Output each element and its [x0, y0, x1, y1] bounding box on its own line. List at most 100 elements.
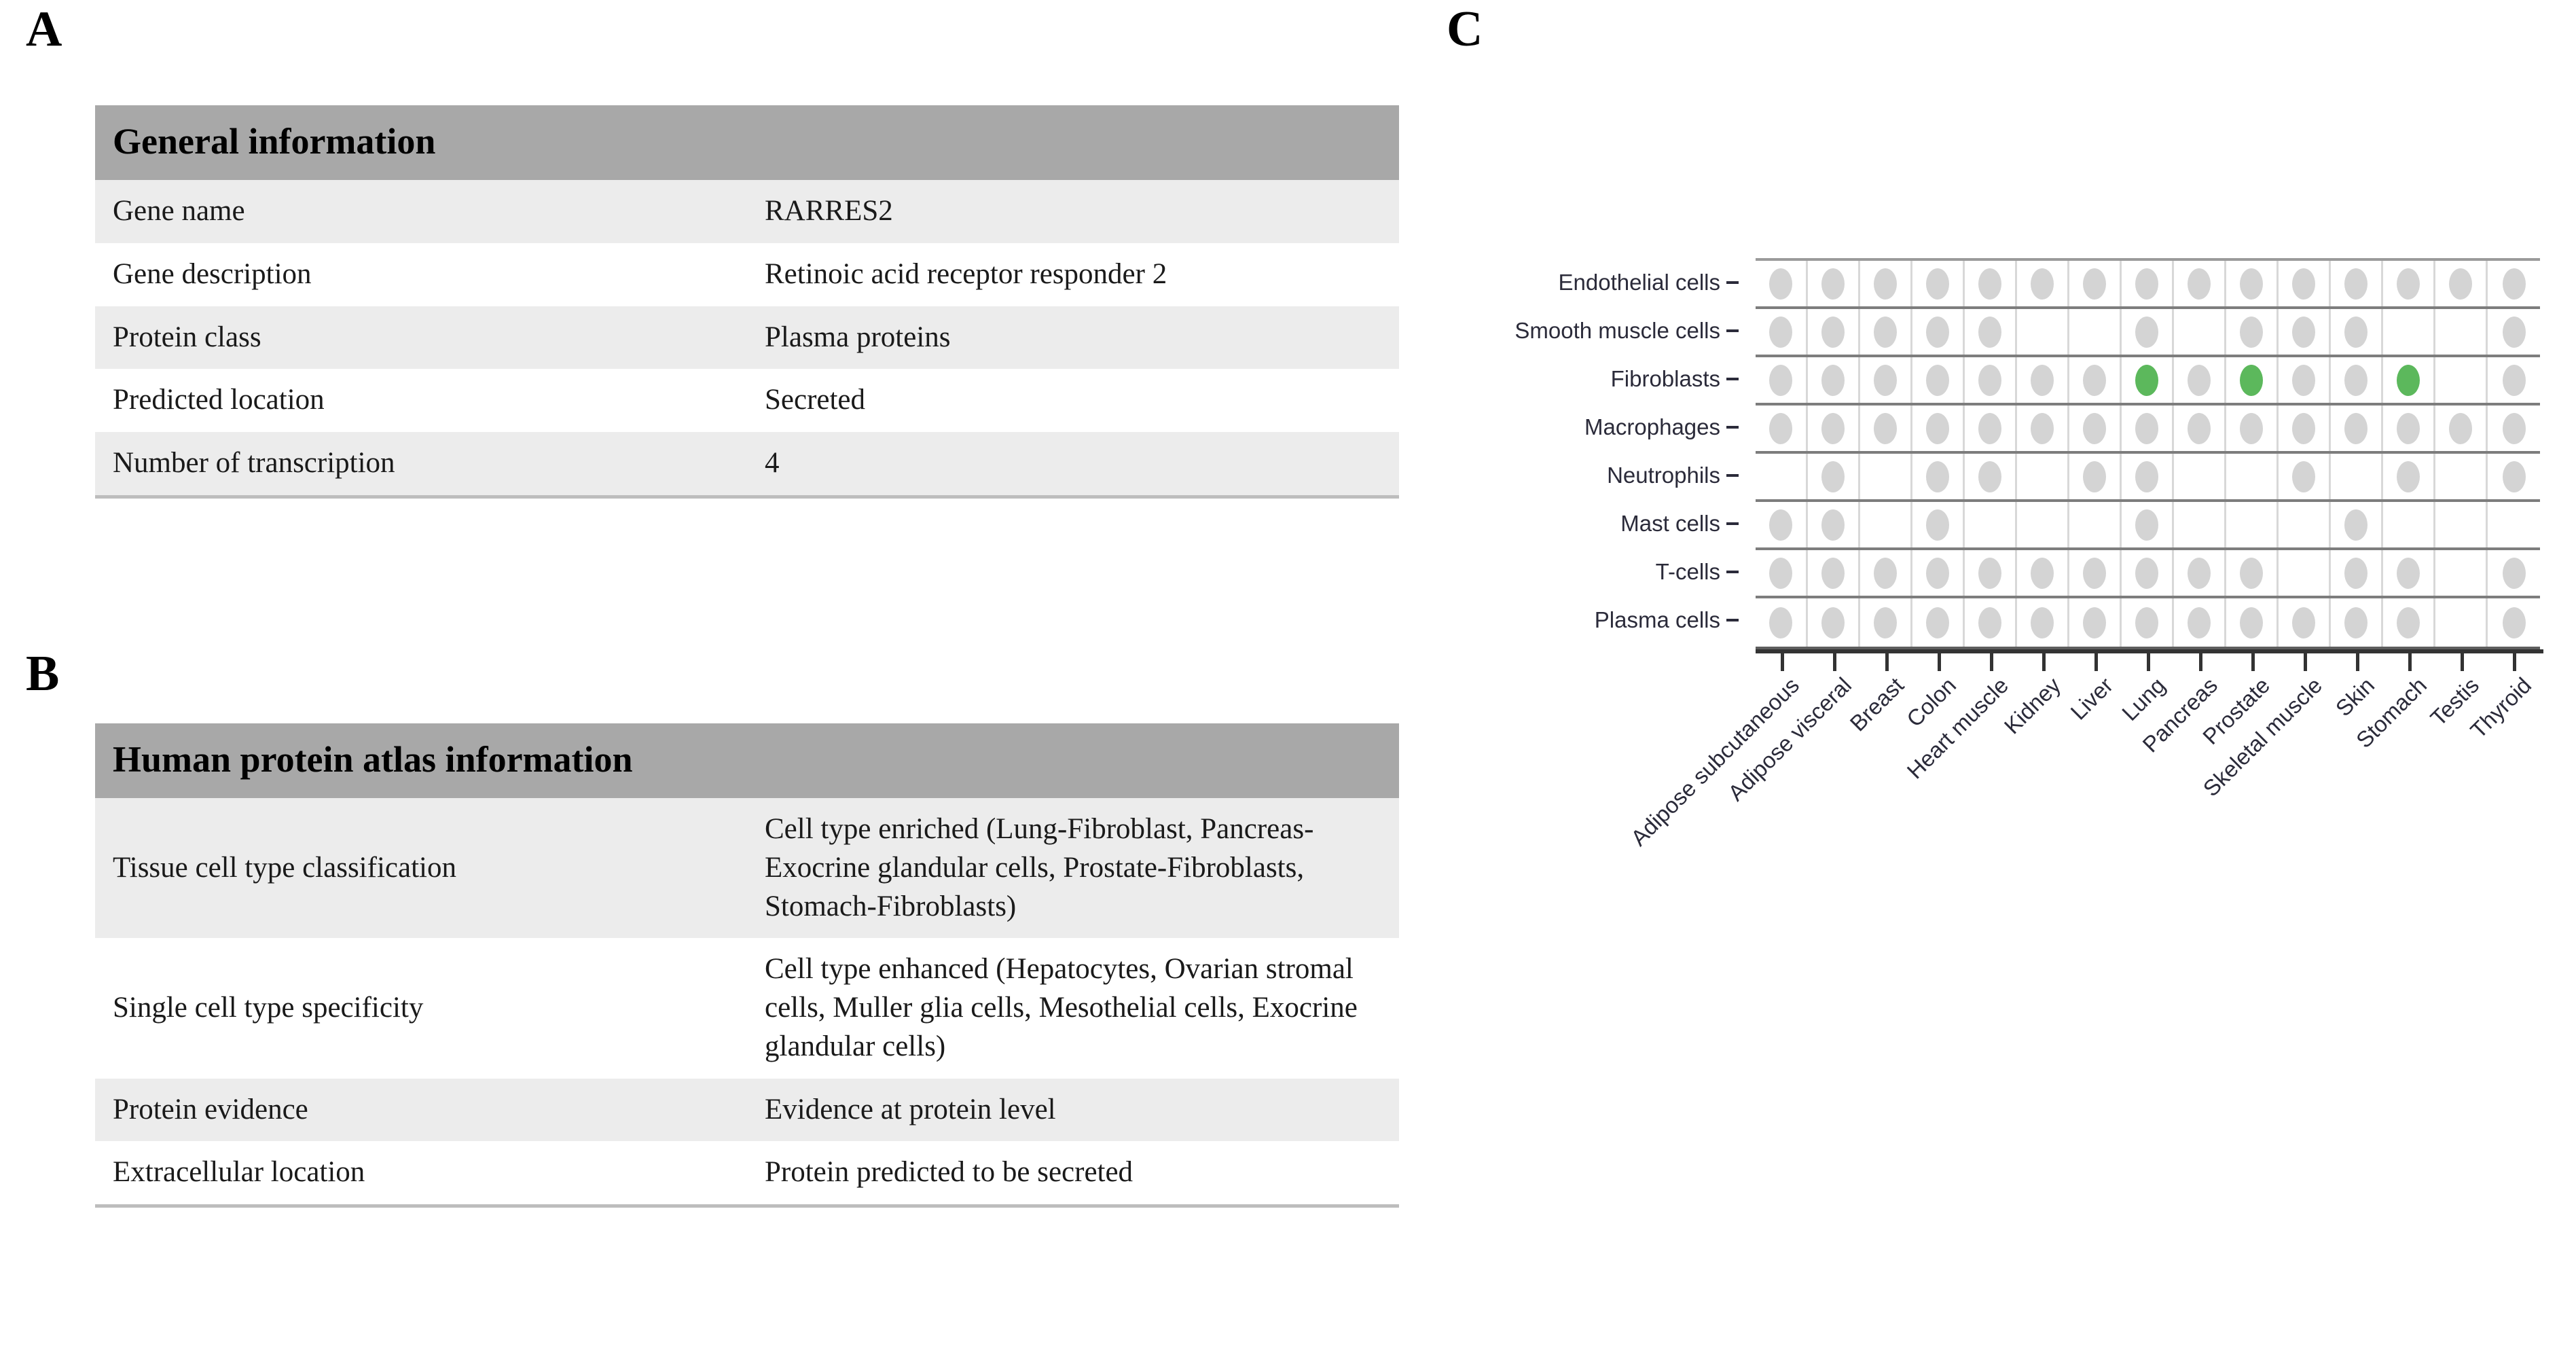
matrix-cell[interactable]	[2174, 357, 2226, 403]
matrix-cell[interactable]	[2069, 454, 2122, 499]
matrix-cell[interactable]	[2279, 454, 2331, 499]
matrix-cell[interactable]	[1756, 309, 1808, 355]
matrix-cell[interactable]	[1965, 454, 2017, 499]
matrix-cell[interactable]	[2488, 550, 2540, 596]
matrix-cell[interactable]	[2226, 357, 2279, 403]
matrix-cell[interactable]	[2279, 357, 2331, 403]
matrix-cell[interactable]	[2174, 502, 2226, 547]
matrix-cell[interactable]	[2017, 454, 2069, 499]
matrix-cell[interactable]	[2122, 405, 2174, 451]
matrix-cell[interactable]	[2488, 598, 2540, 647]
matrix-cell[interactable]	[2174, 454, 2226, 499]
matrix-cell[interactable]	[1808, 405, 1860, 451]
matrix-cell[interactable]	[1860, 405, 1912, 451]
matrix-cell[interactable]	[2226, 405, 2279, 451]
matrix-cell[interactable]	[2435, 357, 2488, 403]
matrix-cell[interactable]	[2279, 261, 2331, 306]
matrix-cell[interactable]	[2435, 405, 2488, 451]
matrix-cell[interactable]	[2331, 261, 2383, 306]
matrix-cell[interactable]	[2488, 502, 2540, 547]
matrix-cell[interactable]	[2017, 550, 2069, 596]
matrix-cell[interactable]	[2174, 261, 2226, 306]
matrix-cell[interactable]	[2331, 454, 2383, 499]
matrix-cell[interactable]	[1912, 309, 1965, 355]
matrix-cell[interactable]	[1965, 598, 2017, 647]
matrix-cell[interactable]	[1808, 309, 1860, 355]
matrix-cell[interactable]	[2383, 309, 2435, 355]
matrix-cell[interactable]	[1965, 502, 2017, 547]
matrix-cell[interactable]	[2069, 309, 2122, 355]
matrix-cell[interactable]	[1808, 261, 1860, 306]
matrix-cell[interactable]	[1860, 309, 1912, 355]
matrix-cell[interactable]	[2069, 502, 2122, 547]
matrix-cell[interactable]	[2017, 357, 2069, 403]
matrix-cell[interactable]	[2226, 261, 2279, 306]
matrix-cell[interactable]	[2122, 357, 2174, 403]
matrix-cell[interactable]	[2435, 550, 2488, 596]
matrix-cell[interactable]	[1756, 550, 1808, 596]
matrix-cell[interactable]	[2383, 357, 2435, 403]
matrix-cell[interactable]	[2174, 550, 2226, 596]
matrix-cell[interactable]	[2017, 261, 2069, 306]
matrix-cell[interactable]	[2435, 598, 2488, 647]
matrix-cell[interactable]	[2017, 405, 2069, 451]
matrix-cell[interactable]	[2279, 598, 2331, 647]
matrix-cell[interactable]	[1965, 261, 2017, 306]
matrix-cell[interactable]	[1912, 261, 1965, 306]
matrix-cell[interactable]	[2383, 261, 2435, 306]
matrix-cell[interactable]	[2383, 405, 2435, 451]
matrix-cell[interactable]	[2017, 598, 2069, 647]
matrix-cell[interactable]	[2435, 502, 2488, 547]
matrix-cell[interactable]	[2226, 502, 2279, 547]
matrix-cell[interactable]	[1808, 357, 1860, 403]
matrix-cell[interactable]	[2331, 598, 2383, 647]
matrix-cell[interactable]	[2279, 309, 2331, 355]
matrix-cell[interactable]	[2279, 405, 2331, 451]
matrix-cell[interactable]	[1912, 550, 1965, 596]
matrix-cell[interactable]	[1965, 309, 2017, 355]
matrix-cell[interactable]	[2122, 502, 2174, 547]
matrix-cell[interactable]	[2226, 309, 2279, 355]
matrix-cell[interactable]	[2122, 309, 2174, 355]
matrix-cell[interactable]	[1756, 502, 1808, 547]
matrix-cell[interactable]	[2331, 550, 2383, 596]
matrix-cell[interactable]	[1808, 454, 1860, 499]
matrix-cell[interactable]	[1808, 550, 1860, 596]
matrix-cell[interactable]	[1912, 598, 1965, 647]
matrix-cell[interactable]	[1756, 598, 1808, 647]
matrix-cell[interactable]	[2122, 261, 2174, 306]
matrix-cell[interactable]	[2226, 454, 2279, 499]
matrix-cell[interactable]	[1965, 550, 2017, 596]
matrix-cell[interactable]	[1756, 454, 1808, 499]
matrix-cell[interactable]	[1808, 598, 1860, 647]
matrix-cell[interactable]	[2488, 309, 2540, 355]
matrix-cell[interactable]	[2122, 550, 2174, 596]
matrix-cell[interactable]	[1860, 357, 1912, 403]
matrix-cell[interactable]	[2017, 309, 2069, 355]
matrix-cell[interactable]	[2331, 309, 2383, 355]
matrix-cell[interactable]	[2122, 454, 2174, 499]
matrix-cell[interactable]	[2069, 598, 2122, 647]
matrix-cell[interactable]	[1912, 405, 1965, 451]
matrix-cell[interactable]	[2069, 357, 2122, 403]
matrix-cell[interactable]	[1860, 598, 1912, 647]
matrix-cell[interactable]	[2226, 598, 2279, 647]
matrix-cell[interactable]	[1808, 502, 1860, 547]
matrix-cell[interactable]	[2174, 309, 2226, 355]
matrix-cell[interactable]	[2331, 405, 2383, 451]
matrix-cell[interactable]	[2383, 598, 2435, 647]
matrix-cell[interactable]	[2488, 454, 2540, 499]
matrix-cell[interactable]	[2488, 405, 2540, 451]
matrix-cell[interactable]	[2383, 550, 2435, 596]
matrix-cell[interactable]	[2069, 550, 2122, 596]
matrix-cell[interactable]	[2331, 502, 2383, 547]
matrix-cell[interactable]	[2488, 261, 2540, 306]
matrix-cell[interactable]	[2226, 550, 2279, 596]
matrix-cell[interactable]	[2383, 454, 2435, 499]
matrix-cell[interactable]	[2435, 454, 2488, 499]
matrix-cell[interactable]	[2488, 357, 2540, 403]
matrix-cell[interactable]	[2383, 502, 2435, 547]
matrix-cell[interactable]	[1756, 405, 1808, 451]
matrix-cell[interactable]	[2069, 261, 2122, 306]
matrix-cell[interactable]	[1860, 261, 1912, 306]
